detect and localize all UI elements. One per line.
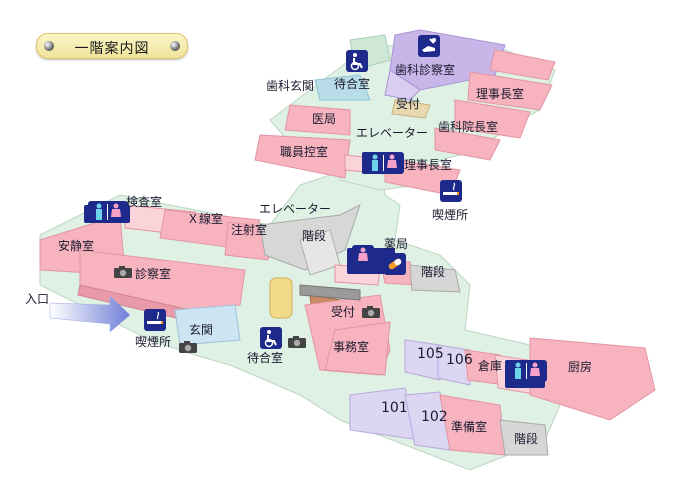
smoking-icon [440,180,462,202]
map-title-text: 一階案内図 [74,41,150,57]
label-rest-room: 安静室 [58,239,95,253]
label-clinic: 診察室 [135,267,172,281]
label-stairs-bottom: 階段 [514,432,539,446]
label-smoking-front: 喫煙所 [135,335,172,349]
label-dental-exam: 歯科診察室 [395,63,456,77]
label-reception-top: 受付 [396,97,421,111]
label-reception-main: 受付 [331,305,356,319]
entrance-arrow [49,295,131,333]
restroom-icon [352,245,374,267]
label-exam-room: 検査室 [126,195,163,209]
label-vestibule: 玄関 [189,323,214,337]
label-staff-room: 職員控室 [280,145,329,159]
camera-icon [362,306,380,318]
label-doctors-office: 医局 [312,112,337,126]
label-room-102: 102 [421,409,448,425]
label-office: 事務室 [333,340,370,354]
label-room-105: 105 [417,346,444,362]
restroom-icon [364,152,404,174]
camera-icon [114,266,132,278]
restroom-icon [88,201,128,223]
bullet-icon [44,41,54,51]
label-room-106: 106 [446,352,473,368]
upper-block [254,29,556,196]
smoking-icon [144,309,166,331]
right-wing [349,337,656,456]
label-director-top: 理事長室 [476,87,525,101]
center-elements [174,204,461,376]
wheelchair-icon [346,50,368,72]
label-waiting-dental: 待合室 [334,77,371,91]
label-room-101: 101 [381,400,408,416]
medicine-icon [384,253,406,275]
seat-icon [260,327,282,349]
label-smoking-top: 喫煙所 [432,208,469,222]
left-wing [39,204,276,321]
label-waiting-main: 待合室 [247,351,284,365]
label-dental-entrance: 歯科玄関 [266,79,315,93]
label-xray: Ｘ線室 [187,212,224,226]
label-stairs-pharmacy: 階段 [421,265,446,279]
camera-icon [288,336,306,348]
label-pharmacy: 薬局 [384,237,409,251]
label-prep-room: 準備室 [451,420,488,434]
label-entrance-arrow: 入口 [25,292,50,306]
label-elevator-mid: エレベーター [259,202,332,216]
label-director-mid: 理事長室 [404,158,453,172]
label-elevator-top: エレベーター [356,126,429,140]
label-storage: 倉庫 [478,359,503,373]
label-dental-director: 歯科院長室 [438,120,499,134]
restroom-icon [507,360,547,382]
camera-icon [179,341,197,353]
dental-chair-icon [418,35,440,57]
label-stairs-mid: 階段 [302,229,327,243]
label-injection: 注射室 [231,223,268,237]
bullet-icon [170,41,180,51]
label-kitchen: 厨房 [568,360,593,374]
map-title: 一階案内図 [36,33,188,59]
